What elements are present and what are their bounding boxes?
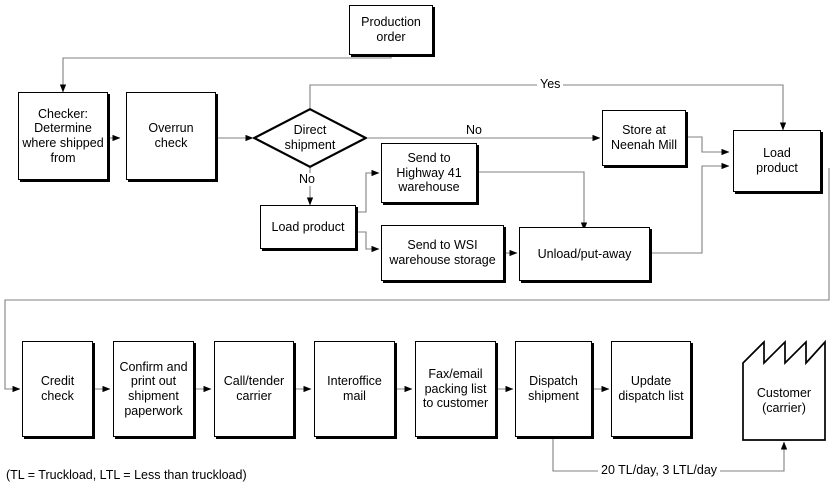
node-fax-email-packing-list[interactable]: Fax/email packing list to customer: [415, 341, 496, 437]
node-dispatch-shipment[interactable]: Dispatch shipment: [515, 341, 592, 437]
node-load-product-right[interactable]: Load product: [733, 130, 821, 192]
wire-loadmid-to-wsi: [356, 231, 380, 253]
wire-highway41-to-unload: [477, 171, 588, 231]
node-interoffice-mail[interactable]: Interoffice mail: [314, 341, 395, 437]
node-label: Direct shipment: [284, 123, 336, 152]
wire-neenah-to-load-product: [686, 136, 730, 156]
node-label: Customer (carrier): [756, 385, 812, 415]
node-checker[interactable]: Checker: Determine where shipped from: [18, 92, 108, 180]
node-send-highway-41[interactable]: Send to Highway 41 warehouse: [381, 143, 477, 203]
wire-loadmid-to-highway41: [356, 169, 380, 213]
node-credit-check[interactable]: Credit check: [22, 341, 93, 437]
wire-yes-to-load-product: [309, 84, 787, 131]
edge-label-no-down: No: [296, 173, 318, 186]
edge-label-volume: 20 TL/day, 3 LTL/day: [598, 464, 721, 477]
node-overrun-check[interactable]: Overrun check: [126, 92, 216, 180]
node-production-order[interactable]: Production order: [349, 5, 433, 55]
node-customer-carrier[interactable]: Customer (carrier): [741, 338, 827, 442]
node-load-product-mid[interactable]: Load product: [260, 205, 356, 249]
node-send-wsi[interactable]: Send to WSI warehouse storage: [381, 225, 504, 281]
node-store-at-neenah-mill[interactable]: Store at Neenah Mill: [602, 110, 686, 166]
node-direct-shipment-decision[interactable]: Direct shipment: [253, 108, 367, 168]
node-confirm-print-paperwork[interactable]: Confirm and print out shipment paperwork: [113, 341, 194, 437]
wire-production-to-checker: [59, 55, 392, 93]
edge-label-no-right: No: [463, 124, 485, 137]
node-unload-put-away[interactable]: Unload/put-away: [519, 227, 650, 281]
wire-unload-to-load-product: [650, 162, 730, 254]
footnote-legend: (TL = Truckload, LTL = Less than trucklo…: [6, 468, 247, 482]
node-update-dispatch-list[interactable]: Update dispatch list: [611, 341, 691, 437]
edge-label-yes: Yes: [537, 78, 564, 91]
node-call-tender-carrier[interactable]: Call/tender carrier: [214, 341, 294, 437]
